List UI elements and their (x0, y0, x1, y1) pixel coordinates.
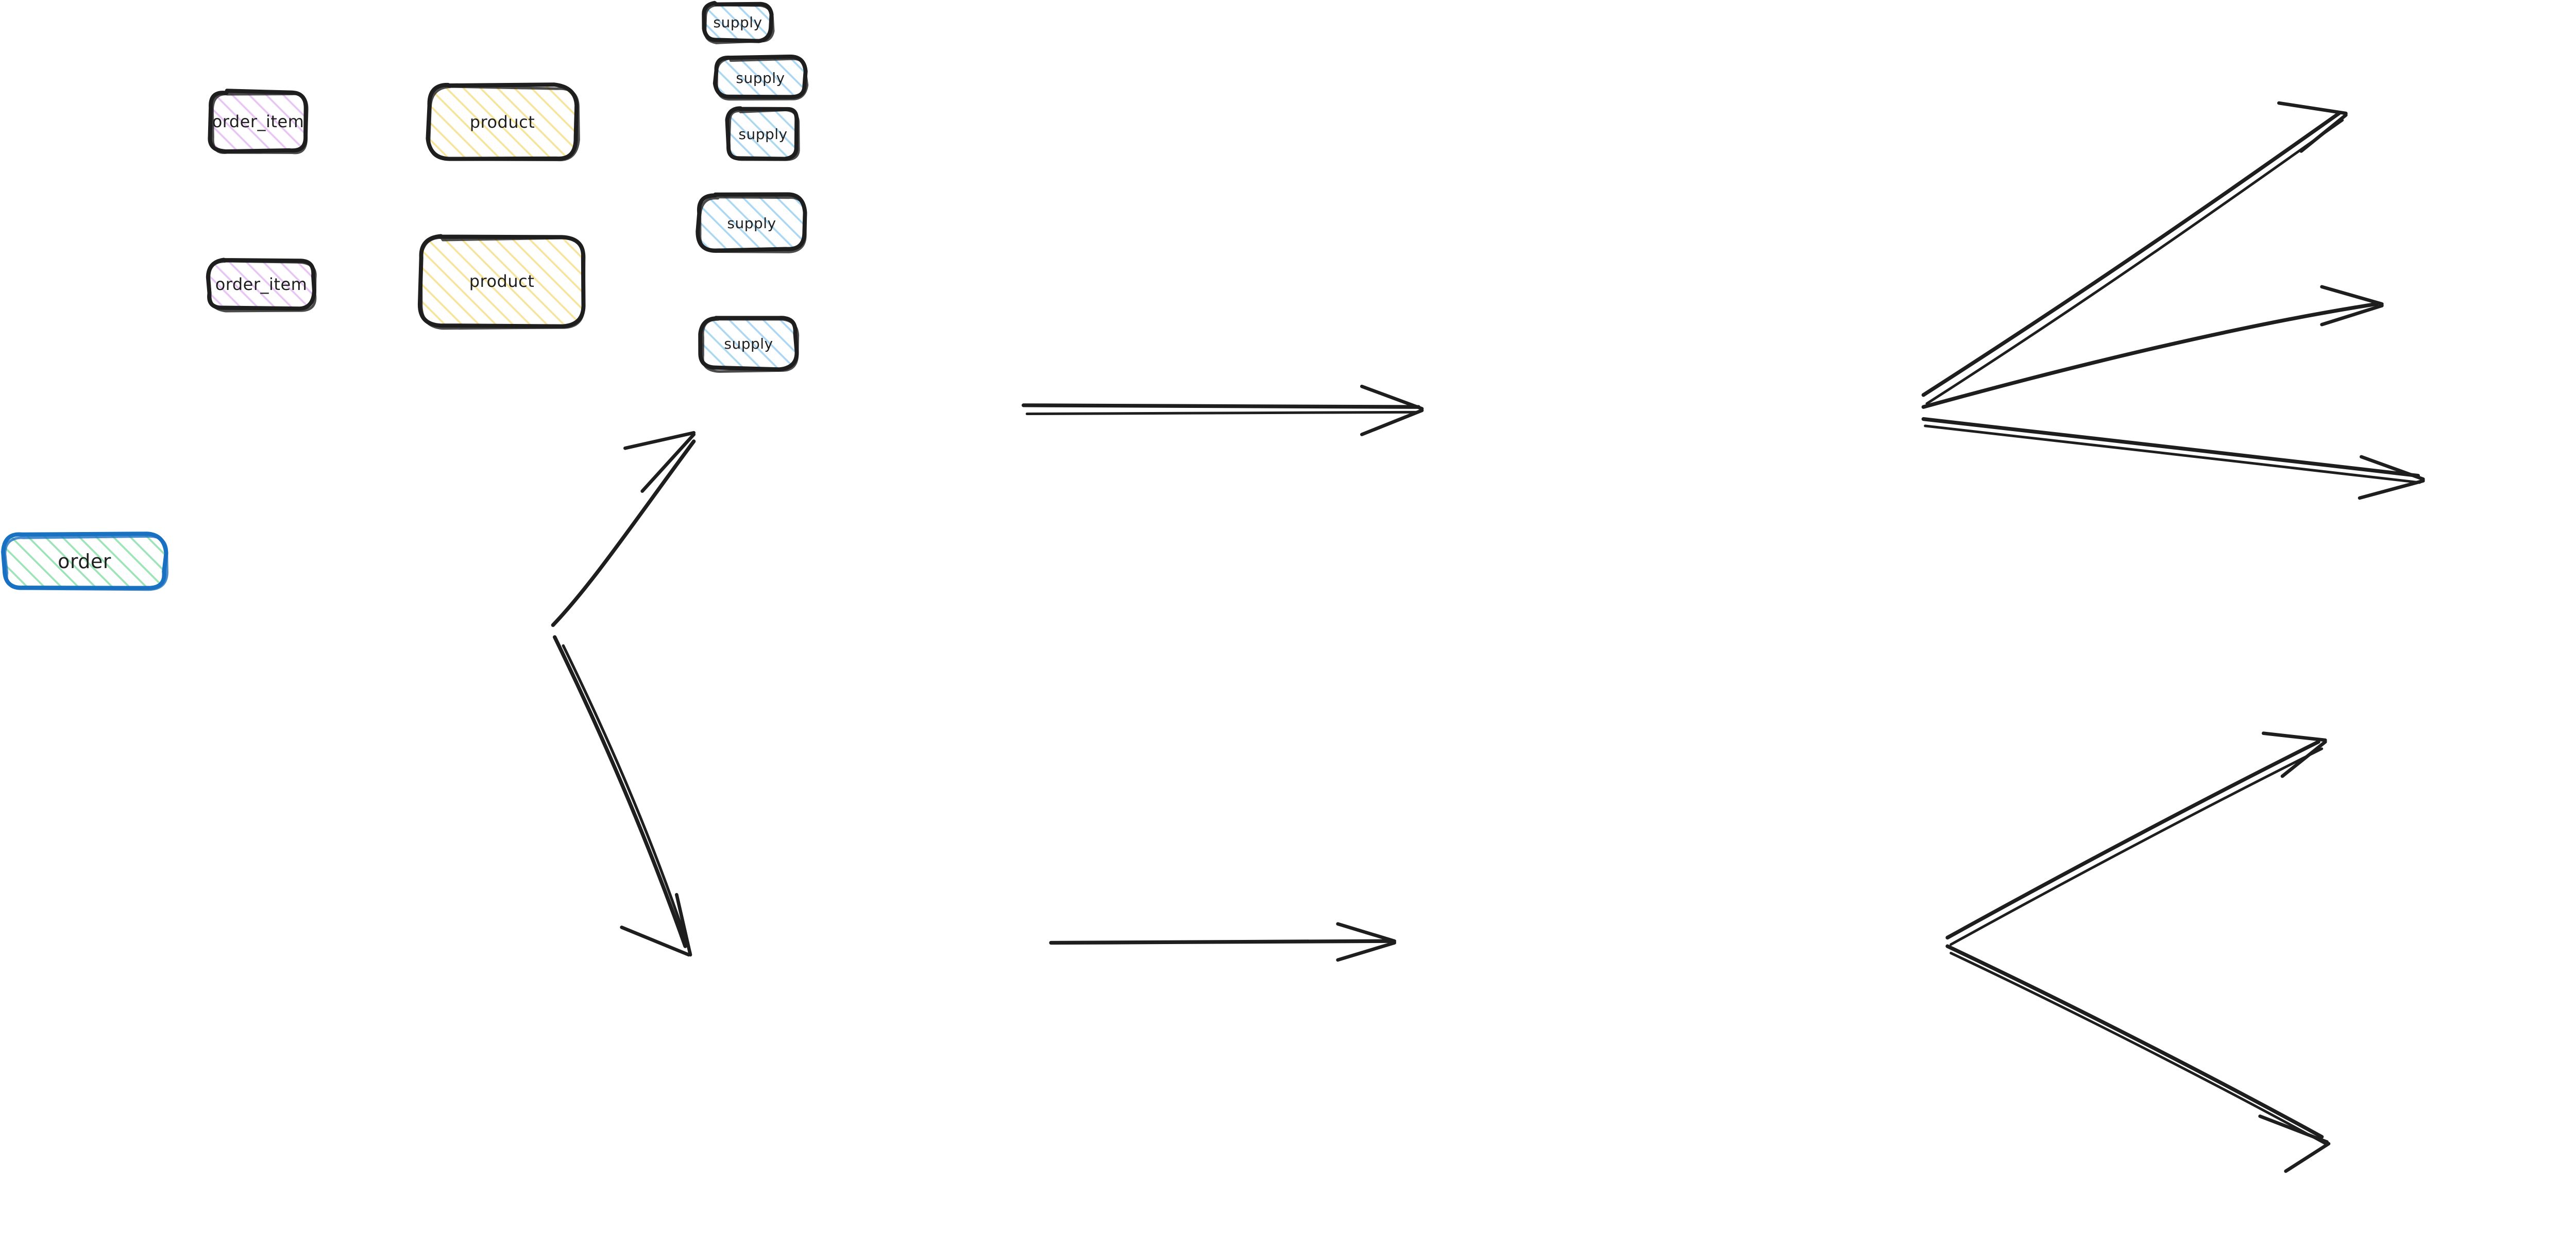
node-hit-supply_3[interactable] (728, 109, 798, 159)
node-hit-supply_2[interactable] (716, 58, 805, 98)
edge-order-to-order-item-2[interactable] (553, 635, 692, 957)
node-outline2-supply_4 (699, 196, 807, 253)
edge-layer (551, 101, 2425, 1173)
node-hit-supply_5[interactable] (701, 318, 796, 369)
node-product_1[interactable] (426, 82, 580, 162)
node-order[interactable] (1, 532, 168, 591)
edge-order-item-1-to-product-1[interactable] (1022, 384, 1424, 436)
node-hit-supply_1[interactable] (705, 4, 771, 40)
node-fill-supply_1 (704, 3, 772, 41)
node-outline2-order (4, 535, 168, 591)
node-supply_1[interactable] (702, 1, 775, 44)
node-outline2-supply_5 (701, 318, 800, 373)
node-layer (1, 1, 809, 591)
edge-product-1-to-supply-1[interactable] (1921, 101, 2348, 405)
edge-product-2-to-supply-4[interactable] (1945, 731, 2327, 946)
node-outline2-product_1 (428, 85, 580, 162)
node-supply_3[interactable] (725, 106, 800, 161)
node-fill-order (3, 534, 166, 588)
node-outline2-supply_3 (727, 108, 800, 161)
edge-order-item-2-to-product-2[interactable] (1049, 922, 1397, 962)
node-fill-supply_2 (715, 56, 806, 97)
node-hit-order_item_1[interactable] (210, 92, 306, 151)
node-product_2[interactable] (417, 234, 586, 330)
node-hit-order[interactable] (4, 535, 165, 588)
edge-product-1-to-supply-3[interactable] (1921, 417, 2425, 500)
node-order_item_1[interactable] (208, 89, 309, 155)
node-outline2-order_item_2 (208, 260, 317, 313)
node-hit-supply_4[interactable] (699, 196, 805, 250)
edge-order-to-order-item-1[interactable] (551, 431, 696, 627)
edge-product-2-to-supply-5[interactable] (1945, 944, 2331, 1173)
node-fill-supply_4 (698, 194, 805, 251)
node-fill-supply_3 (727, 108, 797, 159)
node-fill-product_1 (428, 84, 577, 159)
node-hit-product_2[interactable] (420, 237, 583, 326)
node-fill-order_item_2 (208, 260, 314, 309)
node-outline2-order_item_1 (211, 92, 309, 155)
node-supply_2[interactable] (713, 54, 809, 101)
edge-product-1-to-supply-2[interactable] (1921, 285, 2384, 409)
node-fill-order_item_1 (210, 91, 306, 151)
node-supply_4[interactable] (696, 192, 807, 253)
node-supply_5[interactable] (698, 316, 800, 373)
node-hit-order_item_2[interactable] (208, 261, 314, 308)
node-outline2-supply_2 (715, 57, 809, 101)
node-outline2-supply_1 (704, 4, 775, 44)
node-fill-product_2 (419, 236, 584, 327)
node-hit-product_1[interactable] (429, 85, 576, 159)
node-order_item_2[interactable] (206, 258, 317, 313)
node-fill-supply_5 (700, 318, 797, 370)
node-outline2-product_2 (419, 236, 586, 330)
